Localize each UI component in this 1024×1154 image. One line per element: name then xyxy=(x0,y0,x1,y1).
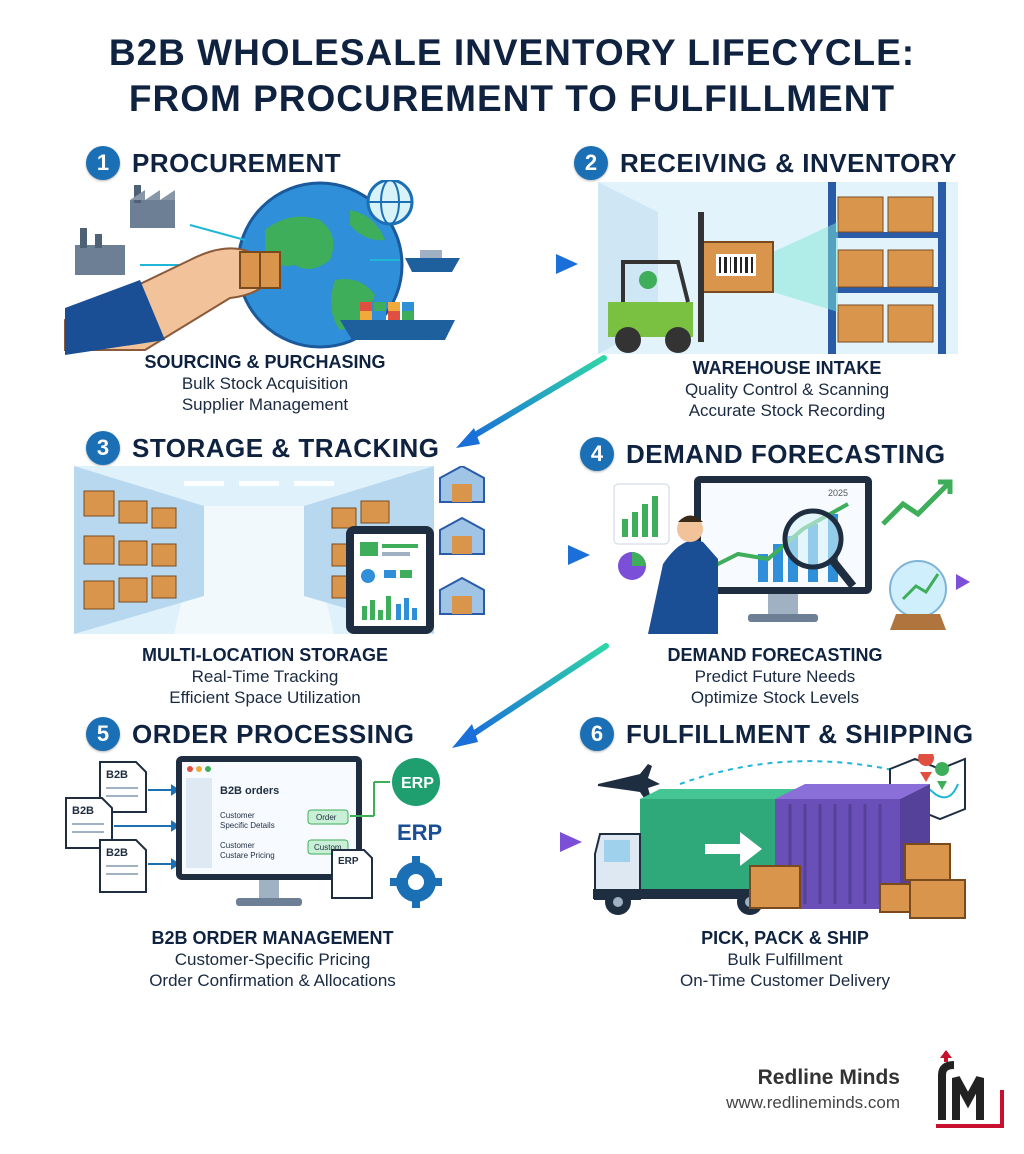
step-1-title: PROCUREMENT xyxy=(132,147,342,178)
step-2-caption-line-2: Accurate Stock Recording xyxy=(688,401,886,420)
arrow-4-to-5 xyxy=(452,643,609,748)
step-6-caption-title: PICK, PACK & SHIP xyxy=(701,928,869,948)
doc-label-2: B2B xyxy=(72,805,94,817)
chart-trend-icon xyxy=(881,479,953,526)
brand-logo xyxy=(936,1050,1004,1128)
brand-name: Redline Minds xyxy=(757,1066,900,1089)
step-5-number: 5 xyxy=(86,717,120,751)
step-5-heading: 5 ORDER PROCESSING xyxy=(86,714,415,754)
doc-label-3: B2B xyxy=(106,847,128,859)
gear-icon xyxy=(390,856,442,908)
step-4-title: DEMAND FORECASTING xyxy=(626,438,946,469)
arrow-3-to-4 xyxy=(491,545,590,565)
magnifier-icon xyxy=(782,508,857,589)
warehouse-icon xyxy=(74,466,434,634)
step-5-title: ORDER PROCESSING xyxy=(132,718,415,749)
order-processing-illustration: B2B B2B B2B B2B orders Customer Specific… xyxy=(65,756,442,908)
procurement-illustration xyxy=(64,180,460,355)
screen-title: B2B orders xyxy=(220,785,279,797)
factory-icon xyxy=(130,185,175,228)
screen-row-2-button: Custom xyxy=(314,843,342,852)
warehouse-icon xyxy=(439,466,485,615)
screen-row-1-b: Specific Details xyxy=(220,821,275,830)
step-3-heading: 3 STORAGE & TRACKING xyxy=(86,428,440,468)
title-line-2: FROM PROCUREMENT TO FULFILLMENT xyxy=(128,78,896,119)
erp-doc-label: ERP xyxy=(338,856,359,867)
step-6-heading: 6 FULFILLMENT & SHIPPING xyxy=(580,714,974,754)
ship-icon xyxy=(340,302,455,340)
step-1-caption-line-1: Bulk Stock Acquisition xyxy=(181,374,349,393)
screen-row-2-a: Customer xyxy=(220,841,255,850)
screen-row-1-button: Order xyxy=(316,813,337,822)
arrow-2-to-3 xyxy=(456,355,607,448)
forecast-year-label: 2025 xyxy=(828,488,848,498)
screen-row-2-b: Custare Pricing xyxy=(220,851,275,860)
step-6-caption-line-2: On-Time Customer Delivery xyxy=(679,971,891,990)
receiving-illustration xyxy=(598,182,958,354)
document-icon: ERP xyxy=(331,849,373,899)
step-2-heading: 2 RECEIVING & INVENTORY xyxy=(574,143,957,183)
crystal-ball-icon xyxy=(889,560,947,630)
step-5-caption: B2B ORDER MANAGEMENT Customer-Specific P… xyxy=(100,928,445,991)
step-3-title: STORAGE & TRACKING xyxy=(132,432,440,463)
step-4-caption-line-2: Optimize Stock Levels xyxy=(690,688,860,707)
step-1-caption-title: SOURCING & PURCHASING xyxy=(144,352,386,372)
page-title: B2B WHOLESALE INVENTORY LIFECYCLE: FROM … xyxy=(0,30,1024,122)
box-icon xyxy=(239,251,281,289)
step-1-number: 1 xyxy=(86,146,120,180)
airplane-icon xyxy=(598,764,660,804)
document-icon: B2B B2B B2B xyxy=(65,761,147,893)
step-1-heading: 1 PROCUREMENT xyxy=(86,143,341,183)
forklift-icon xyxy=(608,212,774,353)
step-4-caption: DEMAND FORECASTING Predict Future Needs … xyxy=(610,645,940,708)
step-5-caption-line-2: Order Confirmation & Allocations xyxy=(149,971,396,990)
erp-badge-text: ERP xyxy=(401,775,434,792)
brand-url[interactable]: www.redlineminds.com xyxy=(726,1093,900,1112)
step-2-caption: WAREHOUSE INTAKE Quality Control & Scann… xyxy=(622,358,952,421)
step-6-number: 6 xyxy=(580,717,614,751)
doc-label-1: B2B xyxy=(106,769,128,781)
step-6-caption-line-1: Bulk Fulfillment xyxy=(727,950,843,969)
ship-icon xyxy=(405,250,460,272)
globe-icon xyxy=(366,180,414,226)
step-1-caption-line-2: Supplier Management xyxy=(181,395,349,414)
step-2-number: 2 xyxy=(574,146,608,180)
title-line-1: B2B WHOLESALE INVENTORY LIFECYCLE: xyxy=(108,32,916,73)
factory-icon xyxy=(75,228,125,275)
step-4-caption-title: DEMAND FORECASTING xyxy=(667,645,883,665)
forecasting-illustration: 2025 xyxy=(613,476,970,634)
step-4-heading: 4 DEMAND FORECASTING xyxy=(580,434,946,474)
step-6-caption: PICK, PACK & SHIP Bulk Fulfillment On-Ti… xyxy=(610,928,960,991)
step-2-title: RECEIVING & INVENTORY xyxy=(620,147,957,178)
step-2-caption-title: WAREHOUSE INTAKE xyxy=(692,358,882,378)
erp-badge: ERP xyxy=(392,758,440,806)
box-icon xyxy=(749,843,966,919)
step-3-caption-line-2: Efficient Space Utilization xyxy=(169,688,361,707)
step-3-number: 3 xyxy=(86,431,120,465)
screen-row-1-a: Customer xyxy=(220,811,255,820)
step-1-caption: SOURCING & PURCHASING Bulk Stock Acquisi… xyxy=(100,352,430,415)
step-3-caption: MULTI-LOCATION STORAGE Real-Time Trackin… xyxy=(100,645,430,708)
erp-text: ERP xyxy=(397,820,442,845)
step-4-caption-line-1: Predict Future Needs xyxy=(694,667,856,686)
step-3-caption-line-1: Real-Time Tracking xyxy=(191,667,339,686)
step-3-caption-title: MULTI-LOCATION STORAGE xyxy=(142,645,388,665)
storage-illustration xyxy=(74,466,485,634)
step-6-title: FULFILLMENT & SHIPPING xyxy=(626,718,974,749)
monitor-icon: B2B orders Customer Specific Details Ord… xyxy=(176,756,362,906)
step-5-caption-line-1: Customer-Specific Pricing xyxy=(174,950,371,969)
step-4-number: 4 xyxy=(580,437,614,471)
step-5-caption-title: B2B ORDER MANAGEMENT xyxy=(151,928,394,948)
arrow-1-to-2 xyxy=(469,254,578,274)
step-2-caption-line-1: Quality Control & Scanning xyxy=(684,380,890,399)
brand-block: Redline Minds www.redlineminds.com xyxy=(726,1066,900,1113)
tablet-icon xyxy=(346,526,434,634)
arrow-5-to-6 xyxy=(459,832,582,852)
fulfillment-illustration xyxy=(593,754,966,919)
